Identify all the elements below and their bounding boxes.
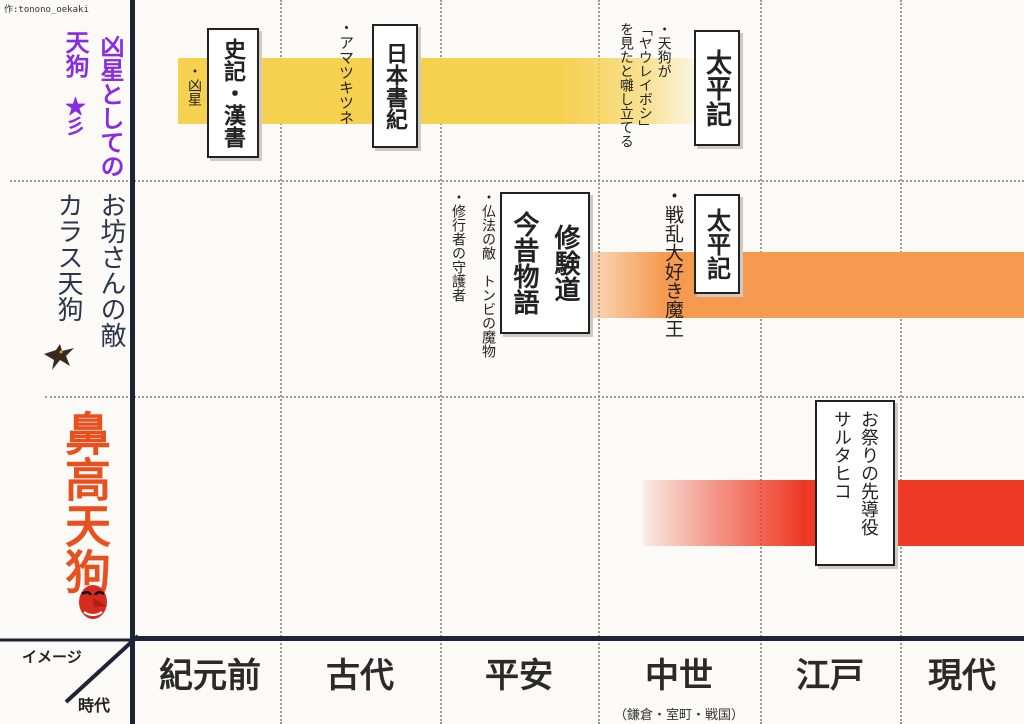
horizontal-axis: [135, 636, 1024, 641]
era-heian: 平安: [485, 656, 553, 696]
era-gendai: 現代: [928, 656, 996, 696]
note-shugyosha: ・修行者の守護者: [450, 190, 466, 302]
author-credit: 作:tonono_oekaki: [4, 5, 89, 15]
era-divider-1: [280, 0, 282, 724]
star-icon: ★彡: [62, 96, 86, 136]
era-chusei: 中世: [645, 656, 713, 696]
era-divider-2: [440, 0, 442, 724]
era-kodai: 古代: [326, 656, 394, 696]
vertical-axis: [130, 0, 135, 724]
box-konjaku-label: 今昔物語: [509, 211, 539, 315]
era-edo: 江戸: [796, 656, 864, 696]
band-orange: [585, 252, 1024, 318]
corner-image-label: イメージ: [22, 648, 82, 666]
note-kyosei: ・凶星: [186, 64, 202, 106]
box-saruta: お祭りの先導役 サルタヒコ: [815, 400, 895, 566]
row-divider-2: [45, 396, 1024, 398]
era-chusei-sub: （鎌倉・室町・戦国）: [613, 708, 744, 723]
band-yellow: [178, 58, 708, 124]
row1-label-main: 凶星としての: [96, 34, 125, 178]
note-amatsukitsune: ・アマツキツネ: [337, 20, 355, 125]
box-nihonshoki: 日本書紀: [372, 24, 418, 148]
era-divider-3: [598, 0, 600, 724]
era-divider-5: [900, 0, 902, 724]
note-sensou: ・戦乱大好き魔王: [662, 186, 684, 338]
box-shugendo-label: 修験道: [550, 224, 580, 302]
box-taiheiki-2: 太平記: [694, 194, 740, 294]
row3-label: 鼻高天狗: [58, 410, 112, 594]
row2-label-main: お坊さんの敵: [96, 192, 126, 348]
crow-tengu-icon: [44, 344, 74, 370]
era-divider-4: [760, 0, 762, 724]
box-shiki: 史記・漢書: [207, 28, 259, 158]
box-shugendo-konjaku: 今昔物語 修験道: [500, 192, 590, 334]
note-yaureiboshi: ・天狗が 「ヤウレイボシ」 を見たと囃し立てる: [617, 22, 672, 148]
corner-diagonal: [0, 634, 140, 704]
row2-label-sub: カラス天狗: [53, 192, 83, 322]
row1-label-sub: 天狗: [61, 30, 90, 78]
note-buppo: ・仏法の敵 トンビの魔物: [480, 190, 496, 358]
box-taiheiki-1: 太平記: [694, 30, 740, 146]
corner-era-label: 時代: [78, 696, 111, 715]
row-divider-1: [10, 180, 1024, 182]
era-kigenzen: 紀元前: [159, 656, 261, 696]
tengu-mask-icon: [79, 585, 107, 619]
